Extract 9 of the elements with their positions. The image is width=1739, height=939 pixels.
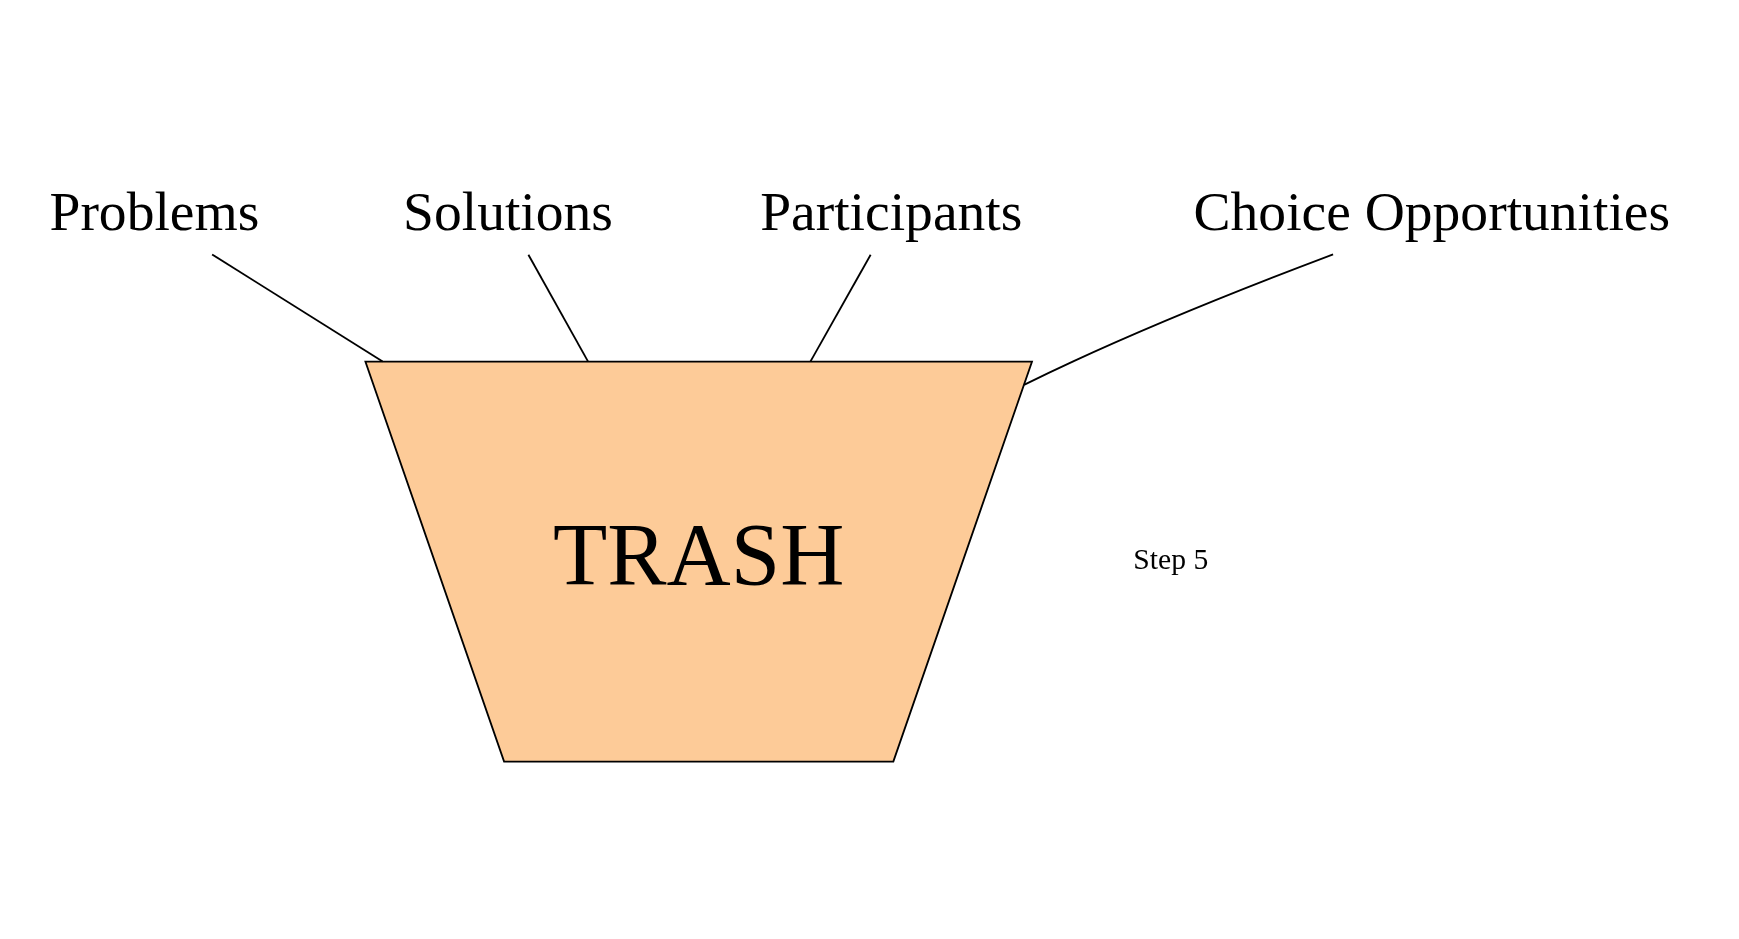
connector [211, 253, 384, 362]
node-text: Problems [49, 180, 260, 242]
node-text: Choice Opportunities [1193, 180, 1671, 242]
connector [1023, 253, 1334, 386]
node-text: Solutions [403, 180, 613, 242]
label: Step 5 [1133, 542, 1209, 575]
connector [809, 253, 872, 362]
node-text: Participants [760, 180, 1023, 242]
connector [527, 253, 589, 362]
